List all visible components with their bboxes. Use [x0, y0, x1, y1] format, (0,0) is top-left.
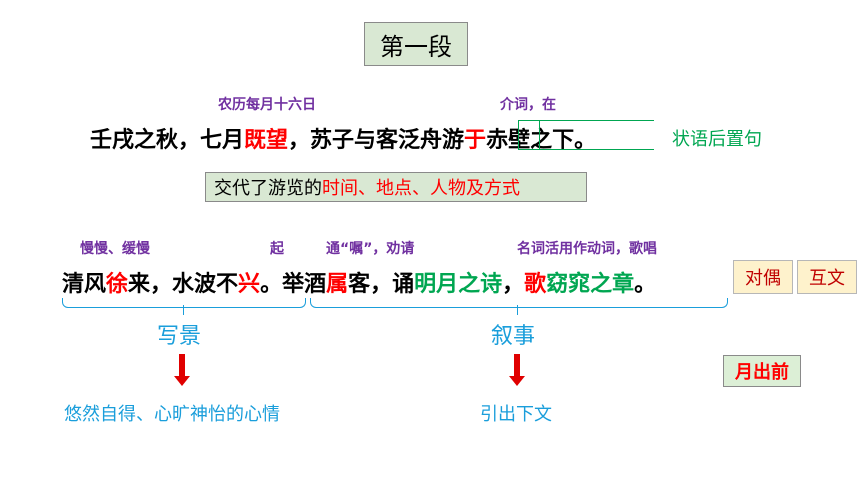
summary-box: 交代了游览的时间、地点、人物及方式 [205, 172, 587, 202]
text-segment: 壬戌之秋，七月 [90, 128, 245, 153]
text-segment: 客，诵 [348, 272, 415, 297]
mood-text: 悠然自得、心旷神怡的心情 [64, 404, 280, 425]
section-title: 第一段 [364, 22, 468, 66]
note-zhuangyu: 状语后置句 [672, 129, 762, 150]
text-segment: 。举酒 [260, 272, 327, 297]
highlight-yu: 于 [464, 128, 487, 153]
highlight-zhu: 属 [326, 272, 349, 297]
tag-yuechu: 月出前 [723, 355, 801, 387]
annotation-zhu: 通“嘱”，劝请 [326, 241, 415, 257]
highlight-ge: 歌 [524, 272, 547, 297]
bracket-xiejing [62, 298, 306, 308]
text-segment: 。 [634, 272, 657, 297]
highlight-xu: 徐 [106, 272, 129, 297]
label-xiejing: 写景 [157, 324, 202, 349]
annotation-xing: 起 [270, 241, 284, 257]
tag-huwen: 互文 [797, 260, 857, 294]
down-arrow-icon [509, 354, 525, 386]
highlight-mingyue: 明月之诗 [414, 272, 503, 297]
bracket-xushi-tick [517, 305, 518, 315]
text-segment: ， [502, 272, 525, 297]
text-segment: 赤壁之下。 [486, 128, 597, 153]
text-segment: ，苏子与客泛舟游 [288, 128, 465, 153]
bracket-xushi [310, 298, 728, 308]
highlight-xing: 兴 [238, 272, 261, 297]
postposition-bracket-end [518, 120, 540, 150]
annotation-ge: 名词活用作动词，歌唱 [517, 241, 657, 257]
summary-prefix: 交代了游览的 [214, 178, 322, 199]
highlight-yaotiao: 窈窕之章 [546, 272, 635, 297]
annotation-xu: 慢慢、缓慢 [80, 241, 150, 257]
label-xushi: 叙事 [491, 324, 536, 349]
bracket-xiejing-tick [183, 305, 184, 315]
annotation-jiwang: 农历每月十六日 [218, 97, 316, 113]
summary-highlight: 时间、地点、人物及方式 [322, 178, 520, 199]
annotation-yu: 介词，在 [500, 97, 556, 113]
yinchu-text: 引出下文 [480, 404, 552, 425]
down-arrow-icon [174, 354, 190, 386]
postposition-bracket [518, 120, 654, 150]
sentence-line-1: 壬戌之秋，七月既望，苏子与客泛舟游于赤壁之下。 [90, 122, 596, 154]
text-segment: 清风 [62, 272, 107, 297]
tag-duiou: 对偶 [733, 260, 793, 294]
text-segment: 来，水波不 [128, 272, 239, 297]
sentence-line-2: 清风徐来，水波不兴。举酒属客，诵明月之诗，歌窈窕之章。 [62, 266, 656, 298]
highlight-jiwang: 既望 [244, 128, 289, 153]
